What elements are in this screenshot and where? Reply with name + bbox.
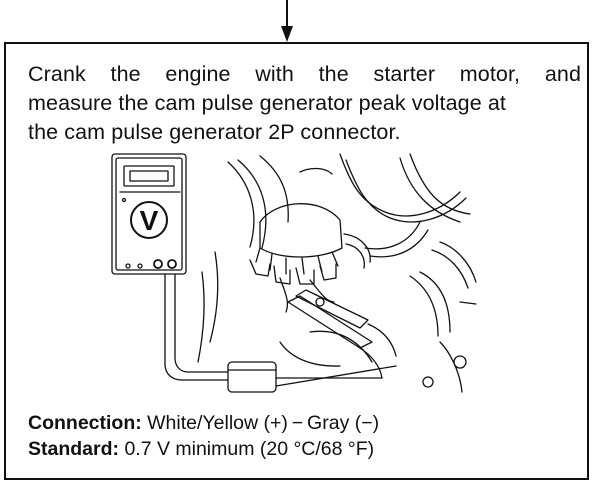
instruction-line-2: measure the cam pulse generator peak vol… bbox=[28, 91, 506, 115]
instruction-text: Crank the engine with the starter motor,… bbox=[28, 60, 590, 147]
meter-voltage-symbol: V bbox=[140, 205, 159, 236]
connection-value: White/Yellow (+) − Gray (−) bbox=[147, 412, 380, 434]
instruction-line-1: Crank the engine with the starter motor,… bbox=[28, 62, 581, 86]
spec-block: Connection: White/Yellow (+) − Gray (−) … bbox=[28, 410, 379, 462]
standard-label: Standard: bbox=[28, 438, 125, 460]
engine-test-illustration: V bbox=[111, 153, 477, 393]
standard-row: Standard: 0.7 V minimum (20 °C/68 °F) bbox=[28, 436, 379, 462]
flow-arrow-icon bbox=[281, 0, 293, 42]
instruction-line-3: the cam pulse generator 2P connector. bbox=[28, 120, 401, 144]
connection-row: Connection: White/Yellow (+) − Gray (−) bbox=[28, 410, 379, 436]
connection-label: Connection: bbox=[28, 412, 148, 434]
standard-value: 0.7 V minimum (20 °C/68 °F) bbox=[124, 438, 375, 460]
step-box bbox=[4, 42, 589, 480]
